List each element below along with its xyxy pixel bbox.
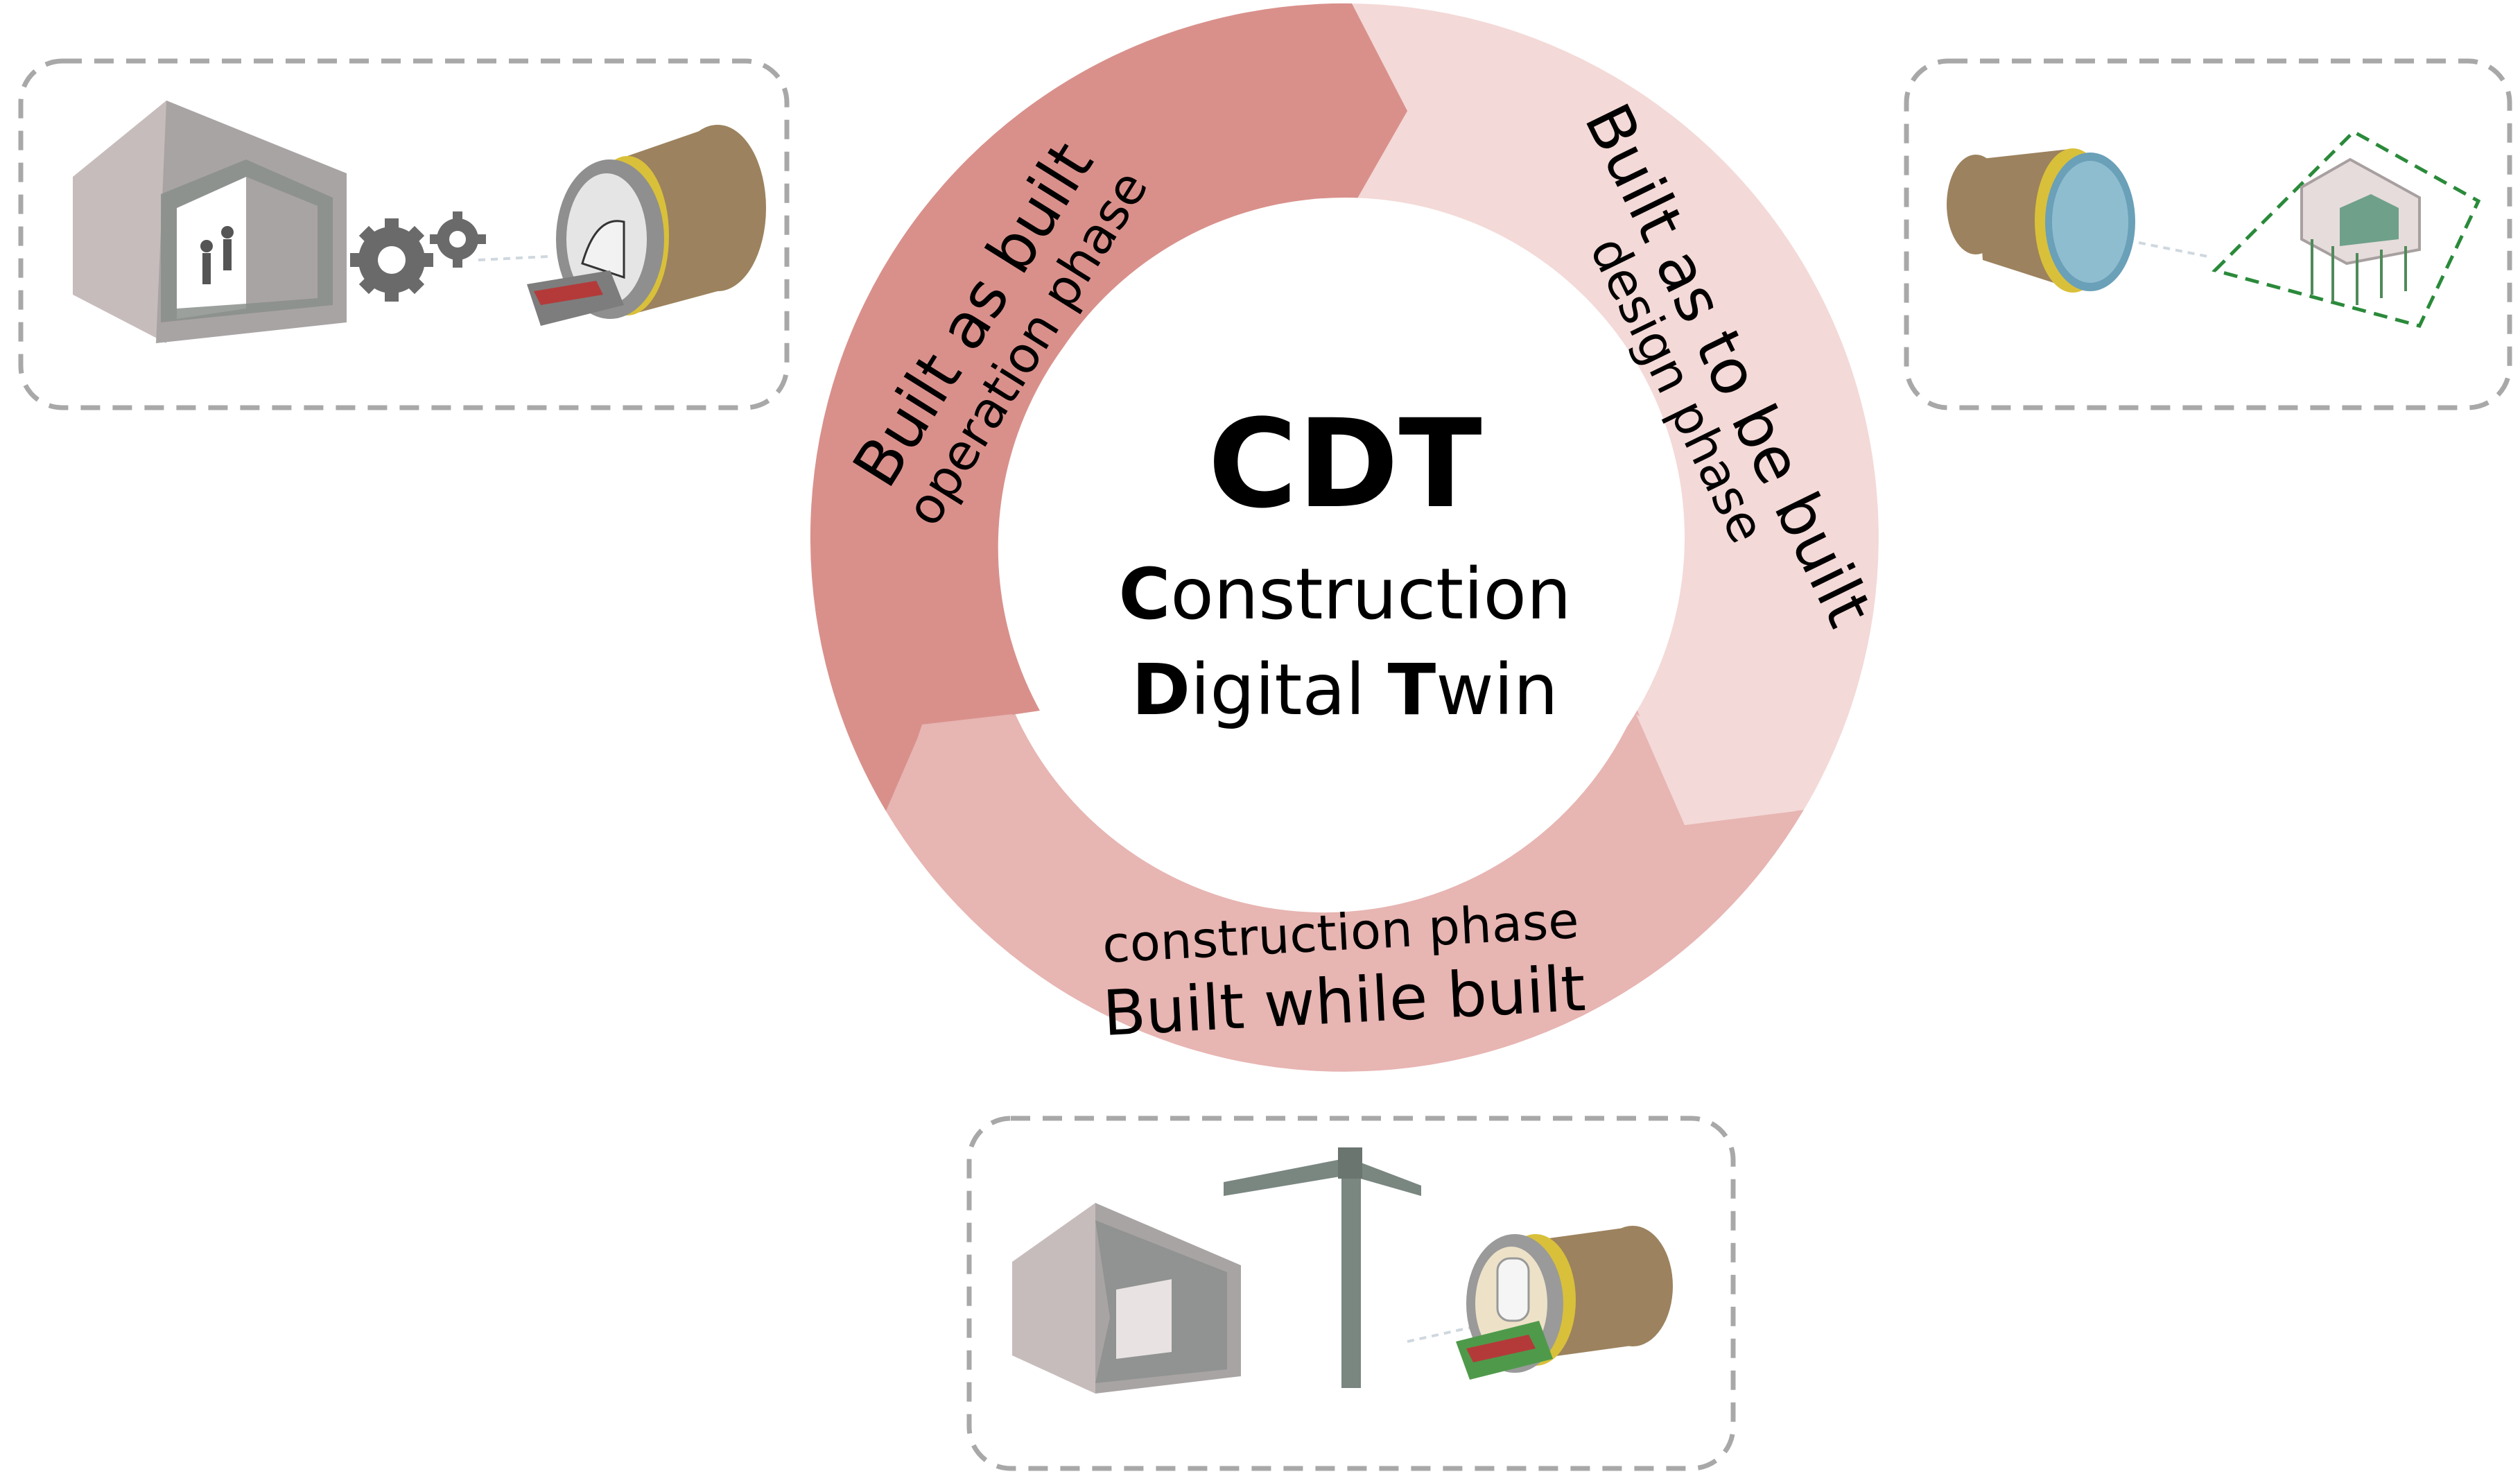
building-icon	[73, 101, 347, 343]
line2-rest: win	[1436, 649, 1558, 731]
line1-rest: onstruction	[1170, 553, 1571, 636]
initial-d: D	[1131, 649, 1190, 731]
operation-phase-arrow	[810, 3, 1407, 811]
design-panel	[1904, 58, 2512, 410]
tunnel-boring-machine-icon	[527, 125, 766, 326]
initial-c: C	[1118, 553, 1170, 636]
line2-mid: igital	[1190, 649, 1388, 731]
design-arrow-tip	[1636, 714, 1796, 825]
initial-t: T	[1388, 649, 1436, 731]
design-illustration	[1947, 129, 2481, 328]
operation-illustration	[73, 101, 766, 343]
people-icon	[200, 226, 234, 284]
construction-panel	[966, 1116, 1736, 1471]
construction-phase-arrow	[886, 707, 1804, 1072]
center-title: CDT	[1208, 393, 1481, 535]
center-line-2: Digital Twin	[1131, 649, 1558, 731]
crane-icon	[1224, 1147, 1421, 1388]
construction-illustration	[1012, 1147, 1673, 1394]
construction-arrow-tip	[894, 714, 1012, 808]
tunnel-boring-machine-icon	[1456, 1226, 1673, 1380]
building-wireframe-icon	[2211, 129, 2481, 328]
gears-icon	[350, 211, 486, 302]
center-disc	[1005, 198, 1685, 877]
building-icon	[1012, 1203, 1241, 1394]
operation-panel	[18, 58, 790, 410]
tunnel-segment-icon	[1947, 148, 2135, 293]
design-phase-arrow	[1345, 3, 1879, 825]
operation-arrow-tip	[1341, 15, 1407, 211]
center-line-1: Construction	[1118, 553, 1571, 636]
